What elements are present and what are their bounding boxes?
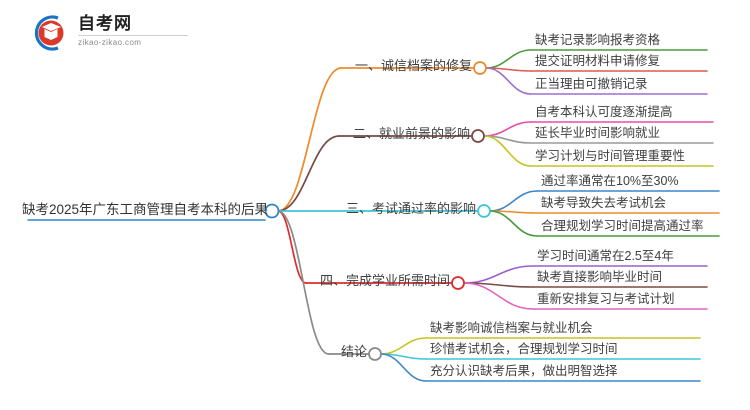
mindmap-nodes bbox=[264, 61, 491, 361]
mindmap-edge bbox=[277, 210, 330, 355]
mindmap-branch-label-5[interactable]: 结论 bbox=[340, 344, 367, 359]
mindmap-edge bbox=[489, 190, 538, 212]
mindmap-branch-label-1[interactable]: 一、诚信档案的修复 bbox=[354, 58, 472, 73]
mindmap-branch-node-5[interactable] bbox=[368, 347, 382, 361]
mindmap-edge bbox=[483, 135, 532, 167]
mindmap-edges bbox=[27, 49, 720, 382]
mindmap-leaf-label-4-3[interactable]: 重新安排复习与考试计划 bbox=[537, 292, 675, 306]
logo-title: 自考网 bbox=[78, 14, 188, 36]
mindmap-leaf-label-5-2[interactable]: 珍惜考试机会，合理规划学习时间 bbox=[430, 342, 618, 356]
site-logo: 自考网 zikao-zikao.com bbox=[28, 10, 188, 54]
mindmap-leaf-label-2-1[interactable]: 自考本科认可度逐渐提高 bbox=[535, 105, 673, 119]
mindmap-edge bbox=[483, 121, 532, 137]
mindmap-edge bbox=[485, 49, 532, 69]
mindmap-edge bbox=[485, 67, 532, 95]
mindmap-edge bbox=[380, 337, 427, 355]
mindmap-edge bbox=[489, 210, 538, 237]
mindmap-branch-node-4[interactable] bbox=[451, 276, 465, 290]
mindmap-branch-label-3[interactable]: 三、考试通过率的影响 bbox=[345, 201, 476, 216]
mindmap-branch-label-2[interactable]: 二、就业前景的影响 bbox=[352, 126, 470, 141]
logo-subtitle: zikao-zikao.com bbox=[78, 38, 142, 47]
mindmap-leaf-label-2-3[interactable]: 学习计划与时间管理重要性 bbox=[535, 149, 686, 163]
mindmap-edge bbox=[277, 67, 343, 212]
mindmap-root-label[interactable]: 缺考2025年广东工商管理自考本科的后果 bbox=[21, 202, 268, 217]
mindmap-leaf-label-5-3[interactable]: 充分认识缺考后果，做出明智选择 bbox=[430, 364, 618, 378]
mindmap-leaf-label-4-2[interactable]: 缺考直接影响毕业时间 bbox=[537, 270, 663, 284]
mindmap-leaf-label-1-3[interactable]: 正当理由可撤销记录 bbox=[535, 77, 648, 91]
mindmap-leaf-label-3-2[interactable]: 缺考导致失去考试机会 bbox=[541, 196, 667, 210]
mindmap-edge bbox=[380, 353, 427, 382]
mindmap-leaf-label-5-1[interactable]: 缺考影响诚信档案与就业机会 bbox=[430, 321, 593, 335]
mindmap-leaf-label-1-1[interactable]: 缺考记录影响报考资格 bbox=[535, 33, 661, 47]
mindmap-branch-node-3[interactable] bbox=[477, 204, 491, 218]
mindmap-edge bbox=[277, 135, 341, 212]
logo-mark-icon bbox=[34, 15, 64, 51]
mindmap-leaf-label-2-2[interactable]: 延长毕业时间影响就业 bbox=[535, 126, 661, 140]
mindmap-leaf-label-3-3[interactable]: 合理规划学习时间提高通过率 bbox=[541, 219, 704, 233]
mindmap-branch-label-4[interactable]: 四、完成学业所需时间 bbox=[319, 273, 450, 288]
mindmap-leaf-label-3-1[interactable]: 通过率通常在10%至30% bbox=[541, 174, 679, 188]
mindmap-branch-node-1[interactable] bbox=[473, 61, 487, 75]
mindmap-edge bbox=[463, 265, 534, 284]
mindmap-leaf-label-4-1[interactable]: 学习时间通常在2.5至4年 bbox=[537, 249, 674, 263]
mindmap-edge bbox=[463, 282, 534, 310]
mindmap-leaf-label-1-2[interactable]: 提交证明材料申请修复 bbox=[535, 54, 661, 68]
mindmap-branch-node-2[interactable] bbox=[471, 129, 485, 143]
logo-text: 自考网 zikao-zikao.com bbox=[78, 14, 188, 49]
mindmap-root-node[interactable] bbox=[264, 203, 280, 219]
